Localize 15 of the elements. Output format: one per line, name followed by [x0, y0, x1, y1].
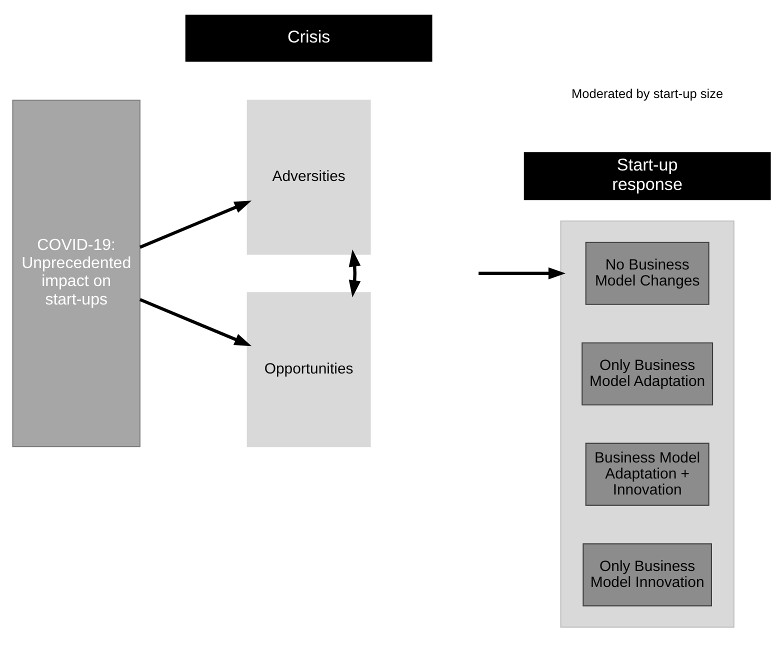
node-box: Crisis — [185, 14, 432, 62]
node-box: Opportunities — [246, 292, 371, 447]
node-box: COVID-19: Unprecedented impact on start-ups — [12, 99, 140, 447]
node-box: No Business Model Changes — [585, 241, 710, 304]
arrow — [478, 266, 566, 279]
node-box: Only Business Model Innovation — [582, 542, 712, 606]
node-box: Adversities — [246, 99, 371, 254]
arrow — [348, 248, 361, 297]
node-box: Only Business Model Adaptation — [582, 342, 714, 405]
label: Moderated by start-up size — [571, 86, 724, 101]
node-box: Business Model Adaptation + Innovation — [585, 442, 710, 506]
node-box: Start-up response — [524, 152, 771, 200]
arrow — [139, 200, 252, 248]
cluster — [560, 220, 734, 628]
arrow — [139, 298, 252, 346]
